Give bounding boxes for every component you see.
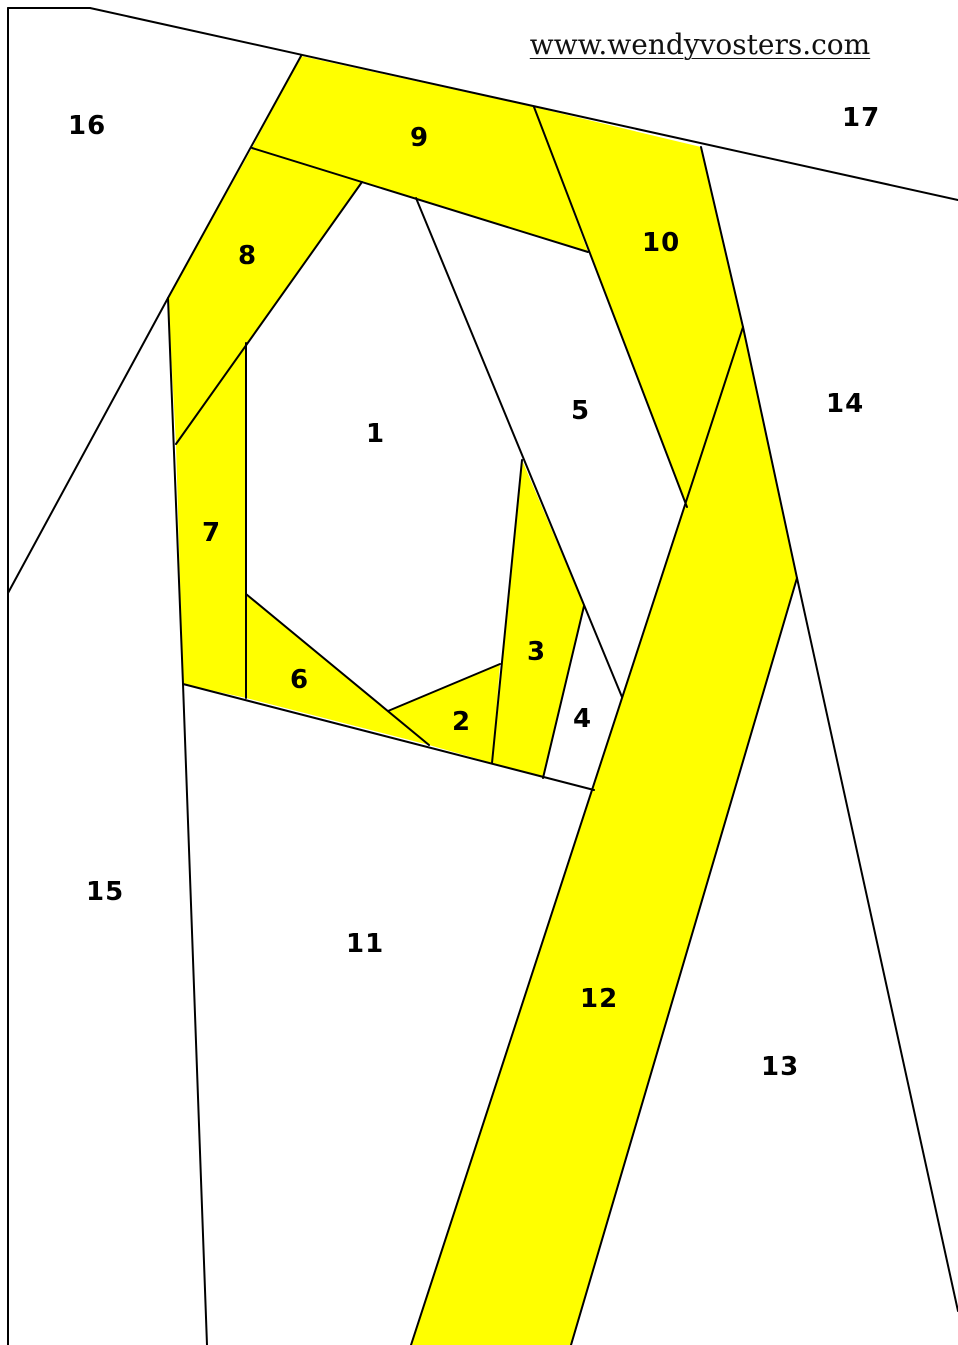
piece-label-10: 10	[642, 228, 680, 258]
piece-label-15: 15	[86, 877, 124, 907]
piece-label-16: 16	[68, 111, 106, 141]
piece-label-11: 11	[346, 929, 384, 959]
piece-fills	[168, 56, 797, 1345]
piece-label-17: 17	[842, 103, 880, 133]
piece-label-7: 7	[202, 518, 221, 548]
piece-2-fill	[388, 664, 500, 763]
piece-label-3: 3	[527, 637, 546, 667]
piece-15-11-divider	[183, 684, 207, 1345]
piece-label-2: 2	[452, 707, 471, 737]
piece-label-8: 8	[238, 241, 257, 271]
website-link[interactable]: www.wendyvosters.com	[500, 28, 900, 61]
piece-13-14-divider	[797, 578, 958, 1311]
piece-label-14: 14	[826, 389, 864, 419]
piece-label-5: 5	[571, 396, 590, 426]
piece-label-6: 6	[290, 665, 309, 695]
piece-label-9: 9	[410, 123, 429, 153]
piece-label-4: 4	[573, 704, 592, 734]
piece-label-1: 1	[366, 419, 385, 449]
piece-16-15-divider	[8, 298, 168, 593]
piece-12-fill	[411, 327, 797, 1345]
piece-8-fill	[168, 148, 362, 444]
piece-label-12: 12	[580, 984, 618, 1014]
piece-label-13: 13	[761, 1052, 799, 1082]
